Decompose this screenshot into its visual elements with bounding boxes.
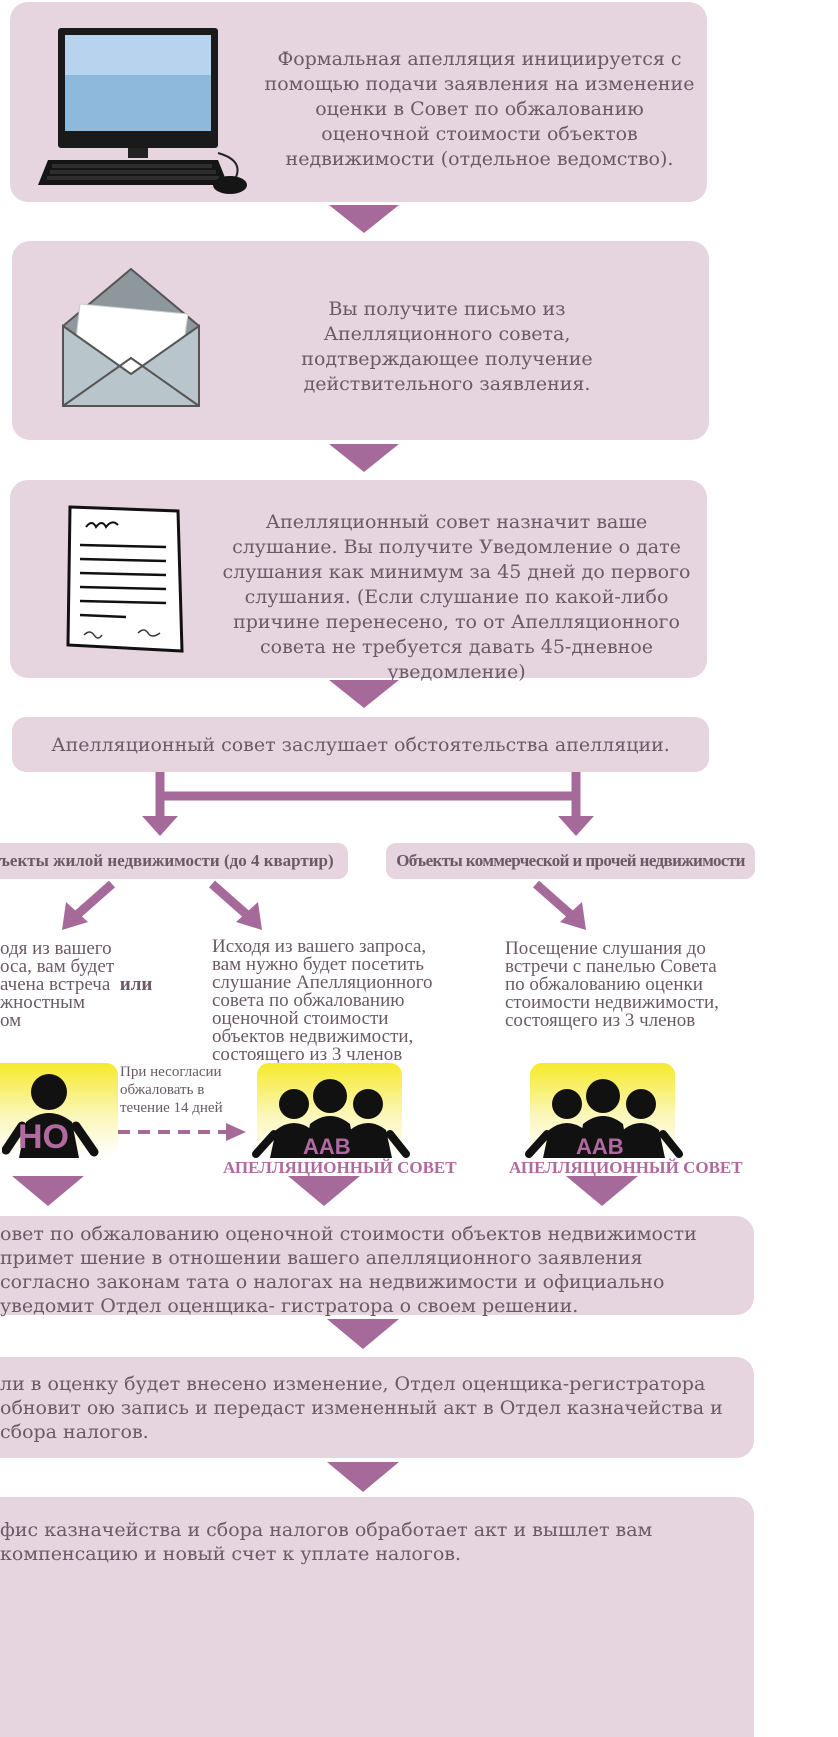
branch-residential: ъекты жилой недвижимости (до 4 квартир) [0,843,348,879]
arrow-down-1 [329,205,399,233]
arrow-down-5 [327,1462,399,1492]
branch-connector [138,772,598,838]
arrow-diag-middle [206,880,266,932]
document-icon [66,505,184,653]
step2-text: Вы получите письмо из Апелляционного сов… [301,298,593,395]
arrow-down-3 [329,680,399,708]
appeal-note: При несогласии обжаловать в течение 14 д… [120,1064,223,1116]
officer-label: НО [18,1118,69,1156]
path-left-line2: оса, вам будет [0,956,115,977]
board-caption-right: АПЕЛЛЯЦИОННЫЙ СОВЕТ [509,1158,743,1177]
appeal-dashed-arrow [118,1121,248,1143]
arrow-down-4 [327,1319,399,1349]
board-caption-middle: АПЕЛЛЯЦИОННЫЙ СОВЕТ [223,1158,457,1177]
path-right-text: Посещение слушания до встречи с панелью … [505,938,719,1031]
arrow-down-right [566,1176,638,1206]
person-icon [2,1070,117,1158]
path-left-or: или [119,974,153,995]
branch-commercial: Объекты коммерческой и прочей недвижимос… [386,843,755,879]
computer-icon [38,25,253,195]
treasury-box [0,1497,754,1737]
arrow-diag-right [530,880,590,932]
board-label-right: AAB [576,1134,624,1159]
arrow-down-left [12,1176,84,1206]
path-left-line1: одя из вашего [0,938,112,959]
step4-text: Апелляционный совет заслушает обстоятель… [51,734,670,756]
arrow-diag-left [58,880,118,932]
arrow-down-middle [288,1176,360,1206]
decision-box [0,1216,754,1315]
step4-box [12,717,709,772]
group-icon-right [523,1078,683,1158]
envelope-icon [60,266,202,410]
decision-text: овет по обжалованию оценочной стоимости … [0,1223,697,1317]
arrow-down-2 [329,444,399,472]
path-left-line4: жностным [0,992,85,1013]
treasury-text: фис казначейства и сбора налогов обработ… [0,1519,653,1565]
group-icon-middle [250,1078,410,1158]
path-middle-text: Исходя из вашего запроса, вам нужно буде… [212,936,433,1065]
path-left-line5: ом [0,1010,22,1031]
step1-text: Формальная апелляция инициируется с помо… [264,48,695,170]
step3-text: Апелляционный совет назначит ваше слушан… [222,511,691,683]
update-box [0,1357,754,1458]
path-left-text: одя из вашего оса, вам будет ачена встре… [0,938,200,1031]
update-text: ли в оценку будет внесено изменение, Отд… [0,1373,723,1443]
board-label-middle: AAB [303,1134,351,1159]
path-left-line3: ачена встреча [0,974,111,995]
